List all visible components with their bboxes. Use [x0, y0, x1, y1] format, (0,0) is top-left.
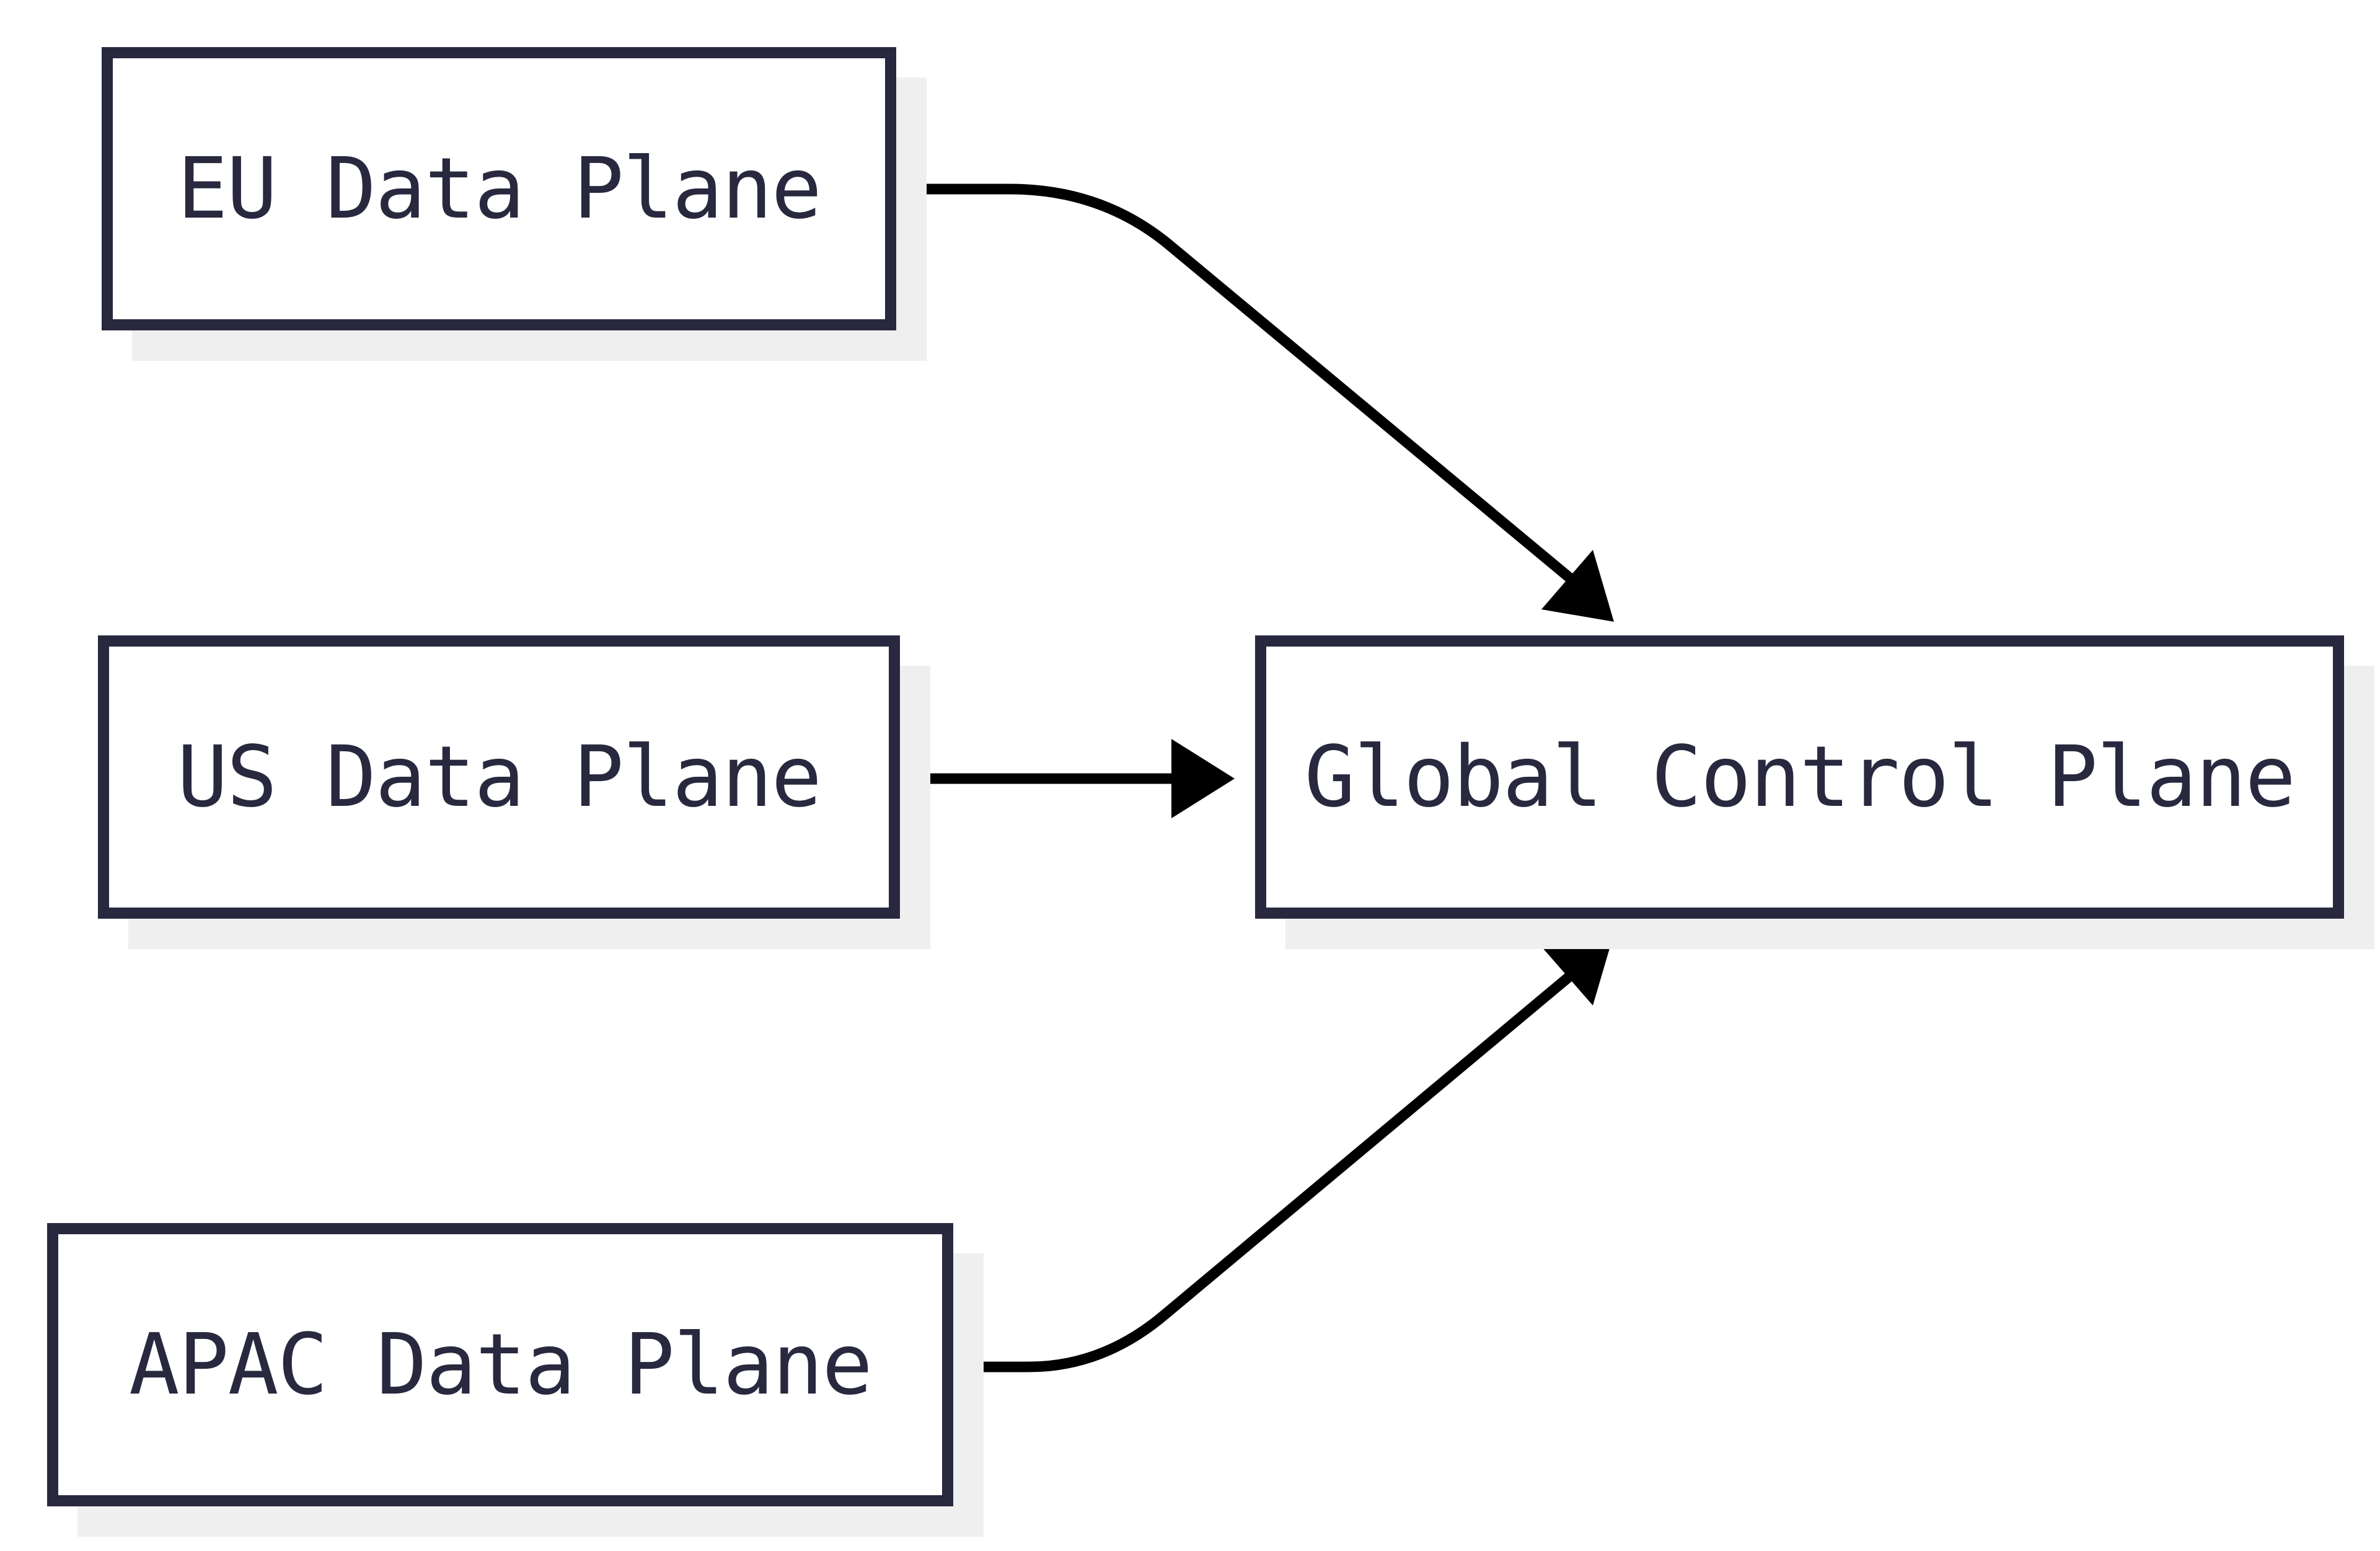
node-us-data-plane[interactable]: US Data Plane	[98, 635, 900, 919]
node-apac-data-plane[interactable]: APAC Data Plane	[47, 1223, 953, 1506]
edge-apac-to-global-line	[953, 964, 1583, 1372]
edge-us-to-global	[902, 739, 1235, 818]
edge-apac-to-global	[953, 934, 1614, 1372]
edge-eu-to-global	[902, 183, 1614, 622]
edge-us-to-global-arrowhead	[1171, 739, 1235, 818]
node-us-data-plane-label: US Data Plane	[177, 728, 822, 826]
node-global-control-plane-label: Global Control Plane	[1304, 728, 2296, 826]
edge-eu-to-global-arrowhead	[1541, 550, 1614, 622]
node-eu-data-plane-label: EU Data Plane	[177, 139, 822, 238]
node-apac-data-plane-label: APAC Data Plane	[128, 1315, 873, 1414]
node-eu-data-plane[interactable]: EU Data Plane	[102, 47, 896, 330]
node-global-control-plane[interactable]: Global Control Plane	[1255, 635, 2344, 919]
edge-apac-to-global-arrowhead	[1541, 934, 1614, 1005]
edge-eu-to-global-line	[902, 183, 1583, 590]
